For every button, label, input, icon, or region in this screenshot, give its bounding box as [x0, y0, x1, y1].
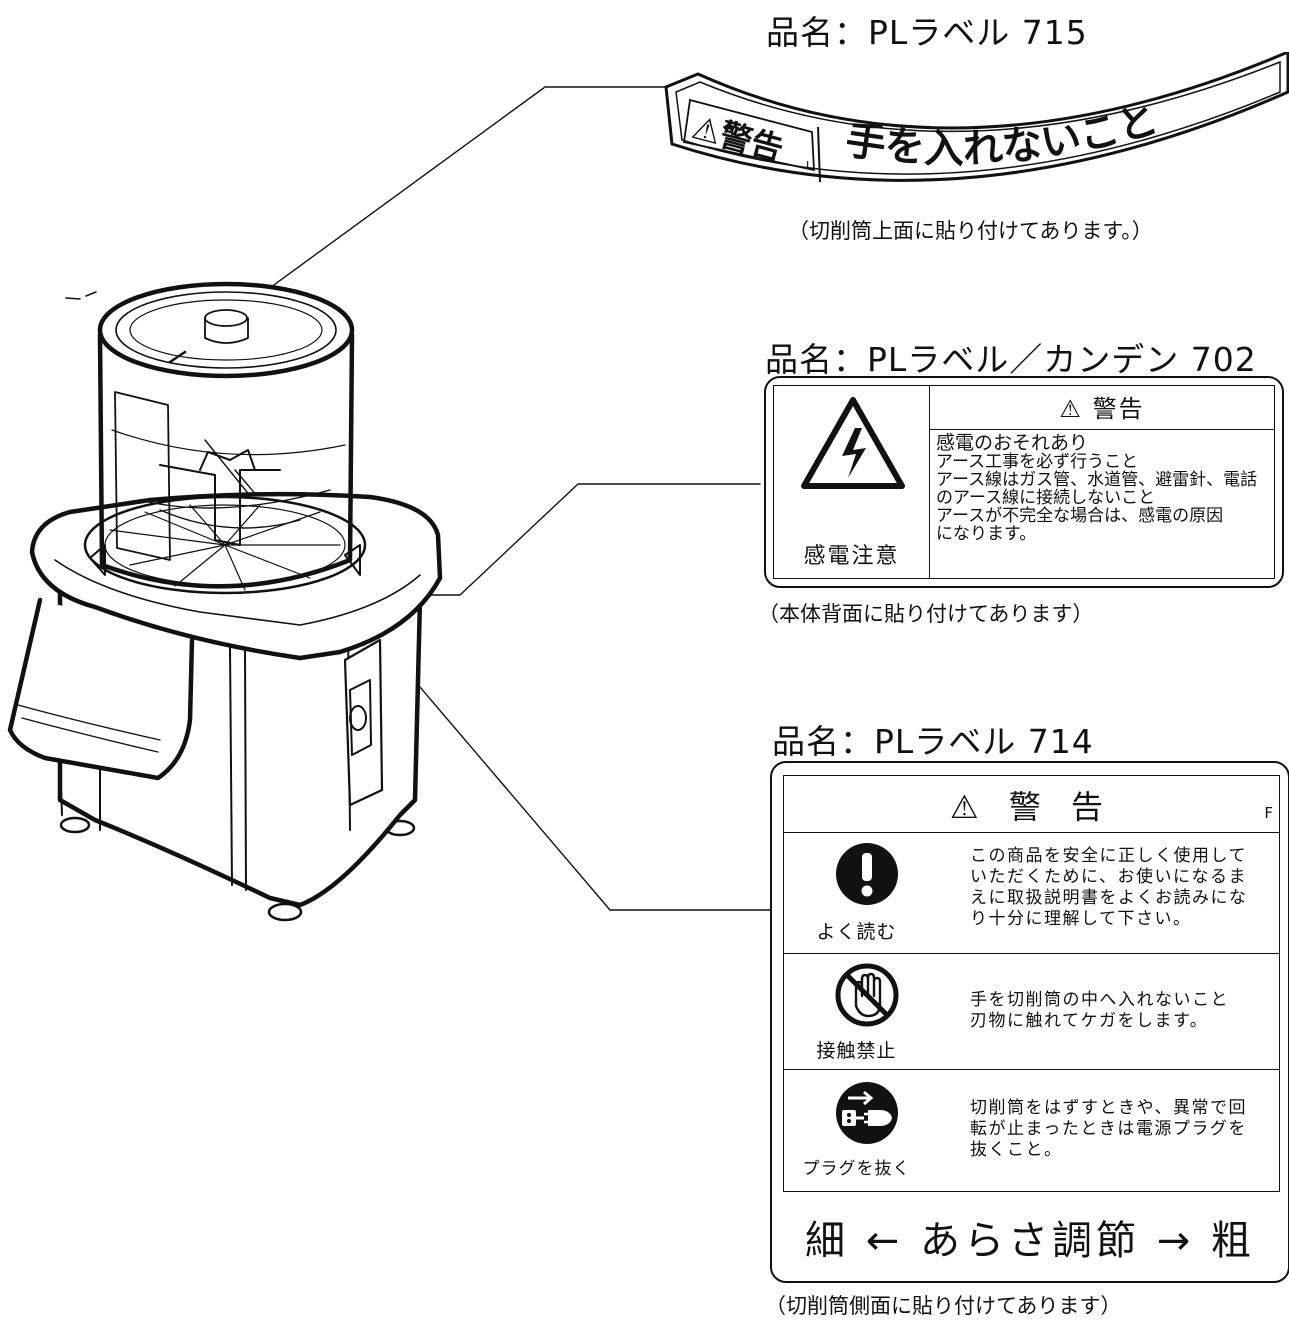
label-702-line: アース線はガス管、水道管、避雷針、電話: [936, 470, 1258, 490]
label-714-row-read: よく読む この商品を安全に正しく使用して いただくために、お使いになるま えに取…: [784, 833, 1279, 954]
text-line: 転が止まったときは電源プラグを: [970, 1119, 1247, 1139]
unplug-icon: [836, 1082, 898, 1144]
label-714-adjust-text: 細 ← あらさ調節 → 粗: [805, 1218, 1255, 1264]
label-714-text-no-touch: 手を切削筒の中へ入れないこと 刃物に触れてケガをします。: [970, 990, 1275, 1032]
label-702-line: になります。: [936, 524, 1037, 544]
text-line: り十分に理解して下さい。: [970, 909, 1192, 929]
label-702-line: 感電のおそれあり: [936, 432, 1089, 454]
label-714-text-read: この商品を安全に正しく使用して いただくために、お使いになるま えに取扱説明書を…: [970, 846, 1275, 930]
label-702-frame: 感電注意 ⚠ 警告 感電のおそれあり アース工事を必ず行うこと アース線はガス管…: [773, 385, 1275, 579]
label-702-line: アースが不完全な場合は、感電の原因: [936, 506, 1224, 526]
text-line: えに取扱説明書をよくお読みにな: [970, 888, 1248, 908]
label-714-note: （切削筒側面に貼り付けてあります）: [765, 1294, 1122, 1318]
label-714-title: 品名：PLラベル 714: [772, 722, 1094, 761]
label-715-message-path: 手を入れないこと: [843, 96, 1163, 172]
label-702-symbol-caption: 感電注意: [803, 544, 900, 569]
label-714-frame: ⚠ 警 告 F よく読む この商品を安全に正しく使用して いただくために、お使い…: [783, 775, 1280, 1192]
electric-shock-icon: [801, 397, 905, 489]
text-line: 手を切削筒の中へ入れないこと: [970, 990, 1229, 1010]
text-line: いただくために、お使いになるま: [970, 867, 1247, 887]
label-715-message: 手を入れないこと: [843, 96, 1163, 172]
label-714-caption-read: よく読む: [816, 921, 897, 943]
label-715-title: 品名：PLラベル 715: [766, 13, 1088, 52]
label-714-row-no-touch: 接触禁止 手を切削筒の中へ入れないこと 刃物に触れてケガをします。: [784, 954, 1279, 1070]
label-702-line: のアース線に接続しないこと: [936, 488, 1156, 508]
exclamation-icon: [836, 843, 898, 905]
text-line: 抜くこと。: [970, 1140, 1063, 1160]
label-714-mark: F: [1264, 804, 1273, 822]
label-702-sticker: 感電注意 ⚠ 警告 感電のおそれあり アース工事を必ず行うこと アース線はガス管…: [764, 376, 1284, 588]
text-line: 刃物に触れてケガをします。: [970, 1011, 1209, 1031]
label-702-line: アース工事を必ず行うこと: [936, 452, 1139, 472]
text-line: 切削筒をはずすときや、異常で回: [970, 1098, 1247, 1118]
label-714-text-unplug: 切削筒をはずすときや、異常で回 転が止まったときは電源プラグを 抜くこと。: [970, 1098, 1275, 1161]
label-702-symbol-cell: 感電注意: [774, 386, 930, 578]
label-702-warning: ⚠ 警告: [1059, 395, 1145, 423]
label-714-row-unplug: プラグを抜く 切削筒をはずすときや、異常で回 転が止まったときは電源プラグを 抜…: [784, 1070, 1279, 1190]
label-714-header: ⚠ 警 告 F: [784, 776, 1279, 833]
label-702-title: 品名：PLラベル／カンデン 702: [765, 340, 1257, 379]
label-702-note: （本体背面に貼り付けてあります）: [758, 602, 1094, 626]
no-touch-hand-icon: [835, 963, 899, 1027]
label-715-mark: L: [806, 159, 813, 172]
label-714-caption-unplug: プラグを抜く: [802, 1159, 911, 1179]
label-714-warning: ⚠ 警 告: [949, 788, 1114, 826]
label-714-caption-no-touch: 接触禁止: [816, 1040, 897, 1062]
label-702-body: 感電のおそれあり アース工事を必ず行うこと アース線はガス管、水道管、避雷針、電…: [936, 433, 1270, 543]
label-702-header: ⚠ 警告: [930, 386, 1274, 430]
label-715-note: （切削筒上面に貼り付けてあります。）: [788, 219, 1153, 243]
label-714-sticker: ⚠ 警 告 F よく読む この商品を安全に正しく使用して いただくために、お使い…: [770, 761, 1289, 1283]
text-line: この商品を安全に正しく使用して: [970, 846, 1247, 866]
label-715-sticker: ⚠警告 L 手を入れないこと: [664, 52, 1289, 183]
